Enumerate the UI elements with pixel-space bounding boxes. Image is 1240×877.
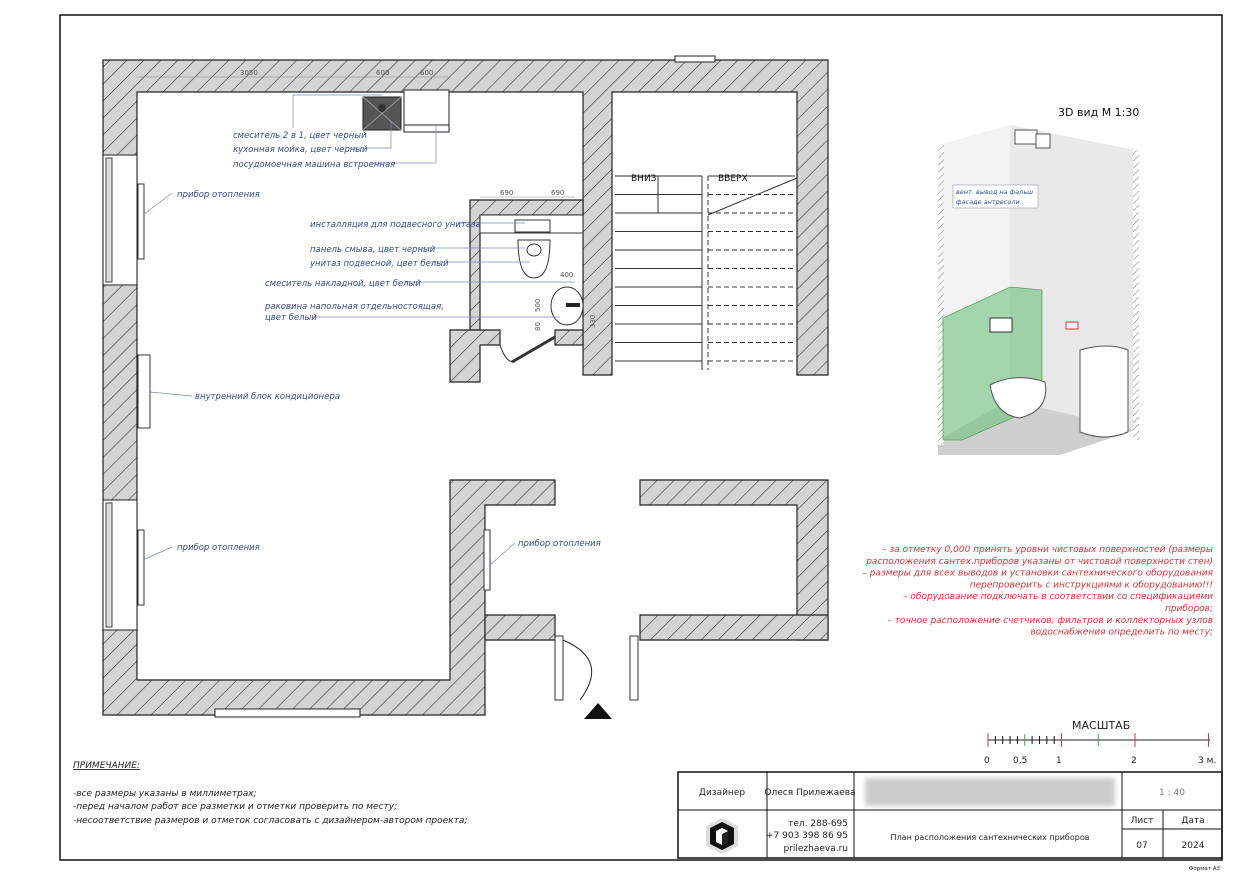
scale-tick-label: 3 м. xyxy=(1198,756,1216,766)
phone-2: +7 903 398 86 95 xyxy=(766,831,848,841)
stair-steps xyxy=(615,175,798,370)
red-note-line: приборов; xyxy=(1165,604,1213,614)
note-item: -перед началом работ все разметки и отме… xyxy=(73,802,397,812)
break-line xyxy=(707,177,798,216)
red-note-line: – точное расположение счетчиков, фильтро… xyxy=(887,616,1213,626)
label-bath-mixer: смеситель накладной, цвет белый xyxy=(265,279,421,289)
label-basin-color: цвет белый xyxy=(265,313,317,323)
red-note-line: расположения сантех.приборов указаны от … xyxy=(865,557,1213,567)
notes-title: ПРИМЕЧАНИЕ: xyxy=(73,761,140,771)
red-note-line: водоснабжения определить по месту; xyxy=(1030,628,1213,638)
red-note-line: перепроверить с инструкциями к оборудова… xyxy=(970,580,1213,590)
logo xyxy=(706,818,738,854)
dim-400: 400 xyxy=(560,271,573,279)
dimension-lines xyxy=(137,76,575,198)
windows xyxy=(102,55,716,718)
title-block xyxy=(677,771,1223,859)
scale-tick-label: 0 xyxy=(984,756,990,766)
drawing-scale: 1 : 40 xyxy=(1159,788,1185,798)
dim-690: 690 xyxy=(551,189,564,197)
sheet-label: Лист xyxy=(1131,816,1154,826)
website: prilezhaeva.ru xyxy=(783,844,848,854)
note-item: -все размеры указаны в миллиметрах; xyxy=(73,789,257,799)
scale-tick-label: 1 xyxy=(1056,756,1062,766)
red-notes: – за отметку 0,000 принять уровни чистов… xyxy=(862,545,1213,638)
walls xyxy=(102,59,829,716)
role-label: Дизайнер xyxy=(699,788,745,798)
red-note-line: – размеры для всех выводов и установки с… xyxy=(862,569,1213,579)
scale-tick-label: 0,5 xyxy=(1013,756,1027,766)
label-toilet: унитаз подвесной, цвет белый xyxy=(309,259,449,269)
red-note-line: – оборудование подключать в соответствии… xyxy=(903,592,1213,602)
blurred-address xyxy=(865,778,1115,806)
dim-600: 600 xyxy=(376,69,389,77)
dim-500: 500 xyxy=(534,299,542,312)
phone-1: тел. 288-695 xyxy=(788,819,848,829)
dim-330: 330 xyxy=(589,315,597,328)
label-installation: инсталляция для подвесного унитаза xyxy=(310,220,481,230)
leader-lines xyxy=(142,94,575,566)
dim-80: 80 xyxy=(534,322,542,331)
3d-view xyxy=(938,125,1139,455)
label-flush-panel: панель смыва, цвет черный xyxy=(310,245,436,255)
date-value: 2024 xyxy=(1182,841,1205,851)
entrance-door xyxy=(554,635,639,719)
note-item: -несоответствие размеров и отметок согла… xyxy=(73,816,467,826)
stair-down-label: ВНИЗ xyxy=(631,174,657,184)
ac-unit xyxy=(137,354,151,429)
dim-600: 600 xyxy=(420,69,433,77)
date-label: Дата xyxy=(1181,816,1204,826)
label-radiator: прибор отопления xyxy=(177,190,260,200)
red-note-line: – за отметку 0,000 принять уровни чистов… xyxy=(882,545,1213,555)
label-radiator: прибор отопления xyxy=(518,539,601,549)
scale-bar xyxy=(987,733,1210,747)
kitchen-equipment xyxy=(362,89,450,133)
label-kitchen-mixer: смеситель 2 в 1, цвет черный xyxy=(233,131,367,141)
sheet-frame xyxy=(59,14,1223,861)
label-kitchen-sink: кухонная мойка, цвет черный xyxy=(233,145,368,155)
sheet-number: 07 xyxy=(1136,841,1147,851)
stair-up-label: ВВЕРХ xyxy=(718,174,748,184)
scale-title: МАСШТАБ xyxy=(1072,719,1130,732)
label-dishwasher: посудомоечная машина встроенная xyxy=(233,160,395,170)
label-radiator: прибор отопления xyxy=(177,543,260,553)
sheet-title: План расположения сантехнических приборо… xyxy=(891,833,1090,842)
dim-3050: 3050 xyxy=(240,69,258,77)
bathroom-fixtures xyxy=(479,214,584,364)
label-basin: раковина напольная отдельностоящая, xyxy=(264,302,444,312)
designer-name: Олеся Прилежаева xyxy=(764,788,855,798)
scale-tick-label: 2 xyxy=(1131,756,1137,766)
3d-view-title: 3D вид М 1:30 xyxy=(1058,106,1139,119)
entrance-arrow-icon xyxy=(584,703,612,719)
label-vent-2: фасаде антресоли xyxy=(956,198,1020,206)
format-label: Формат А3 xyxy=(1189,866,1221,872)
label-ac-unit: внутренний блок кондиционера xyxy=(195,392,340,402)
radiators xyxy=(137,183,491,606)
label-vent: вент. вывод на фальш xyxy=(956,188,1033,196)
dim-690: 690 xyxy=(500,189,513,197)
